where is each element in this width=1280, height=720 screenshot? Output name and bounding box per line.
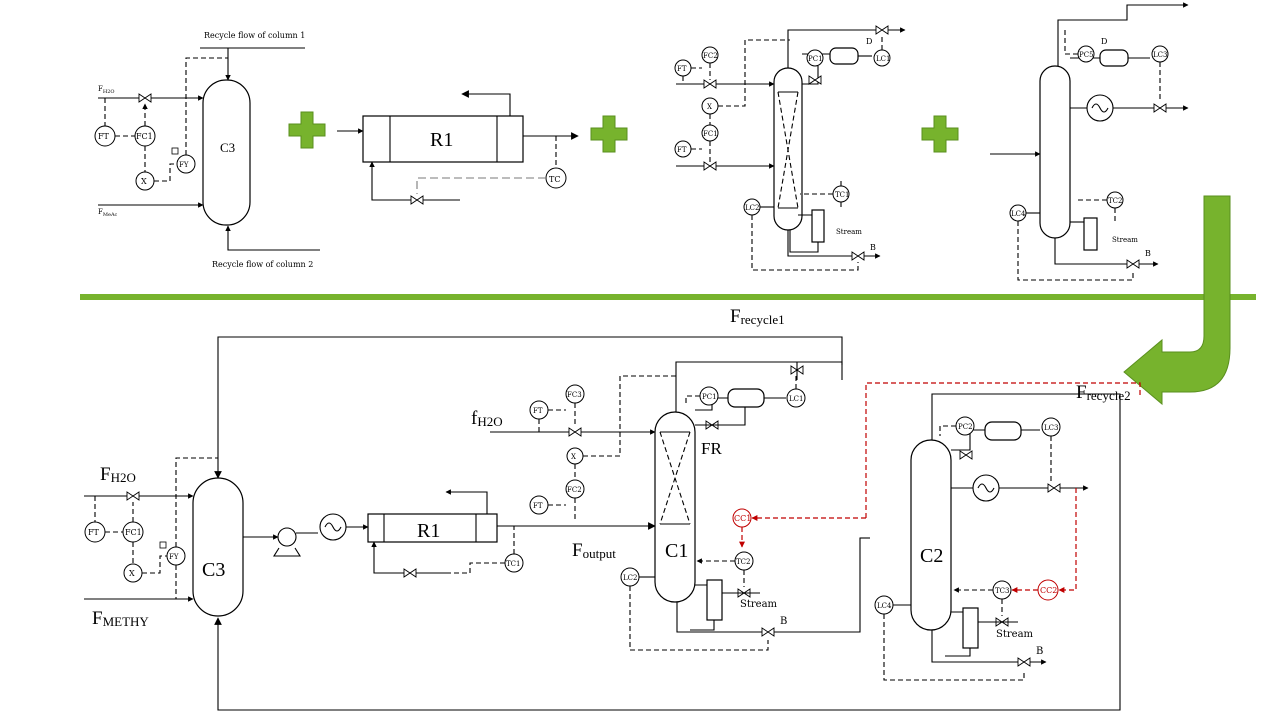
instrument-tag: LC4 <box>1011 210 1026 218</box>
instrument-tag: FY <box>169 553 179 561</box>
pump-icon <box>273 527 318 557</box>
instrument-tag: B <box>780 616 787 627</box>
instrument-tag: PC2 <box>958 423 973 431</box>
bottom-c2-column <box>910 439 952 631</box>
instrument-tag: Stream <box>836 228 862 236</box>
instrument-tag: PC1 <box>808 55 823 63</box>
top-feed-h2o: FH2O <box>98 85 115 95</box>
instrument-tag: B <box>1036 646 1043 657</box>
instrument-tag: FT <box>677 65 687 73</box>
instrument-tag: PC1 <box>702 393 717 401</box>
instrument-tag: LC2 <box>745 204 759 212</box>
instrument-tag: TC1 <box>835 191 849 199</box>
instrument-tag: TC2 <box>736 558 750 566</box>
instrument-tag: LC2 <box>623 574 637 582</box>
instrument-tag: D <box>1101 37 1107 46</box>
bottom-feed-h2o: FH2O <box>100 464 136 485</box>
bottom-c2-label: C2 <box>920 545 943 567</box>
top-reactor-label: R1 <box>430 129 453 151</box>
instrument-tag: TC1 <box>506 560 520 568</box>
instrument-tag: FT <box>533 407 543 415</box>
instrument-tag: Stream <box>996 629 1034 640</box>
instrument-tag: FC2 <box>703 52 718 60</box>
plus-icon-3 <box>921 115 959 153</box>
top-column1-unit: FT FC2 X FC1 FT D PC1 LC1 TC1 Stream B L… <box>674 25 906 271</box>
cc2-signal-line <box>1058 488 1077 593</box>
top-recycle2-text: Recycle flow of column 2 <box>212 260 313 269</box>
top-c3-label: C3 <box>220 140 235 155</box>
top-fc1: FC1 <box>136 132 153 141</box>
bottom-c1-column <box>654 411 696 603</box>
bottom-reactor-unit: R1 TC1 Foutput <box>367 489 656 578</box>
instrument-tag: D <box>866 37 872 46</box>
instrument-tag: X <box>707 103 712 111</box>
top-recycle1-text: Recycle flow of column 1 <box>204 31 305 40</box>
instrument-tag: X <box>571 453 576 461</box>
instrument-tag: LC3 <box>1153 51 1167 59</box>
instrument-tag: X <box>129 569 135 578</box>
instrument-tag: FC3 <box>567 391 582 399</box>
plus-icon-1 <box>288 111 326 149</box>
top-reactor-unit: R1 TC <box>337 90 579 205</box>
top-c3-unit: C3 Recycle flow of column 1 Recycle flow… <box>94 31 320 269</box>
instrument-tag: Stream <box>1112 236 1138 244</box>
bottom-c3-unit: C3 FH2O FMETHY FT FC1 X FY <box>84 457 279 629</box>
cc1-signal-line <box>752 382 1141 518</box>
flow-down-arrow-icon <box>1123 195 1231 406</box>
top-reactor-tc: TC <box>549 175 560 184</box>
instrument-tag: TC2 <box>1108 197 1122 205</box>
top-fy: FY <box>179 161 189 169</box>
heat-exchanger-icon <box>319 513 347 541</box>
bottom-fh2o: fH2O <box>471 408 503 429</box>
instrument-tag: B <box>870 243 876 252</box>
bottom-c3-label: C3 <box>202 559 225 581</box>
instrument-tag: LC3 <box>1044 424 1058 432</box>
instrument-tag: FC2 <box>567 486 582 494</box>
instrument-tag: FT <box>88 528 100 537</box>
top-ft: FT <box>98 132 110 141</box>
bottom-c1-unit: C1 FR fH2O FT FC3 X FC2 FT PC1 LC1 CC1 T… <box>471 361 870 651</box>
top-x: X <box>141 177 147 186</box>
recycle2-label: Frecycle2 <box>1076 382 1131 403</box>
instrument-tag: TC3 <box>995 587 1009 595</box>
top-feed-meac: FMeAc <box>98 208 118 218</box>
section-divider <box>80 294 1256 300</box>
top-column2-unit: D PC5 LC3 TC2 Stream B LC4 <box>990 2 1188 281</box>
instrument-tag: LC4 <box>877 602 892 610</box>
bottom-c1-label: C1 <box>665 540 688 562</box>
bottom-c1-fr: FR <box>701 439 722 458</box>
bottom-feed-methy: FMETHY <box>92 608 149 629</box>
cc2-text: CC2 <box>1040 586 1057 595</box>
instrument-tag: FC1 <box>703 130 718 138</box>
recycle2-line <box>214 410 1121 711</box>
instrument-tag: LC1 <box>876 55 890 63</box>
instrument-tag: LC1 <box>789 395 803 403</box>
instrument-tag: FC1 <box>125 528 142 537</box>
recycle1-line <box>214 336 843 479</box>
bottom-c3-column <box>192 477 244 617</box>
bottom-reactor-label: R1 <box>417 520 440 542</box>
instrument-tag: PC5 <box>1079 51 1094 59</box>
instrument-tag: FT <box>533 502 543 510</box>
plus-icon-2 <box>590 115 628 153</box>
bottom-c2-unit: C2 PC2 LC3 CC2 TC3 Stream B LC4 <box>860 393 1121 681</box>
instrument-tag: B <box>1145 249 1151 258</box>
recycle1-label: Frecycle1 <box>730 306 785 327</box>
instrument-tag: FT <box>677 146 687 154</box>
cc1-text: CC1 <box>734 514 751 523</box>
instrument-tag: Stream <box>740 599 778 610</box>
output-label: Foutput <box>572 540 616 561</box>
